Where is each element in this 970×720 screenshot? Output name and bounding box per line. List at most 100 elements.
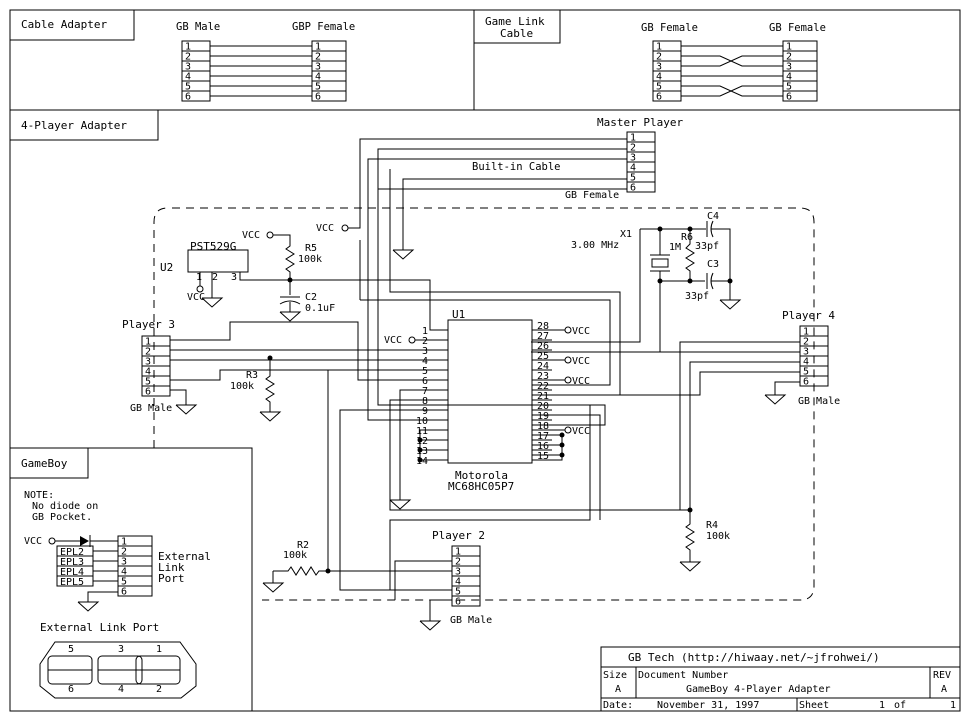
player3-pin-4: 4 [145,367,151,378]
player3-pin-1: 1 [145,337,151,348]
c3-refdes: C3 [707,259,719,270]
master-player-pin-5: 5 [630,173,636,184]
u1-pin-21: 21 [537,391,549,402]
u2-pin-1: 1 [196,272,202,283]
u2-part-number: PST529G [190,240,236,253]
r2-value: 100k [283,550,307,561]
r4-refdes: R4 [706,520,718,531]
port-bottom-pin-1: 6 [68,684,74,695]
cable-adapter-left-pin-3: 3 [185,62,191,73]
game-link-gb-female-right-label: GB Female [769,22,826,34]
game-link-left-pin-2: 2 [656,52,662,63]
u1-part-number: MC68HC05P7 [448,480,514,493]
player4-label: Player 4 [782,309,835,322]
cable-adapter-right-pin-4: 4 [315,72,321,83]
ground-icon [175,395,198,415]
player2-pin-4: 4 [455,577,461,588]
r5-value: 100k [298,254,322,265]
gameboy-ext-pin-2: 2 [121,547,127,558]
port-bottom-pin-3: 2 [156,684,162,695]
c4-refdes: C4 [707,211,719,222]
u1-pin-10: 10 [416,416,428,427]
u1-pin-16: 16 [537,441,549,452]
x1-refdes: X1 [620,229,632,240]
title-sheet-of: of [894,700,906,711]
title-sheet-total: 1 [950,700,956,711]
player2-pin-6: 6 [455,597,461,608]
u1-pin-27: 27 [537,331,549,342]
player2-gb-male-label: GB Male [450,615,492,626]
u1-pin-24: 24 [537,361,549,372]
u1-pin-9: 9 [422,406,428,417]
u2-vcc-label: VCC [187,292,205,303]
player3-pin-5: 5 [145,377,151,388]
c2-refdes: C2 [305,292,317,303]
x1-value: 3.00 MHz [571,240,619,251]
title-rev-label: REV [933,670,951,681]
master-player-pin-4: 4 [630,163,636,174]
r5-resistor: VCC R5 100k [242,230,322,295]
u1-pin-17: 17 [537,431,549,442]
cable-adapter-right-pin-1: 1 [315,42,321,53]
player4-pin-5: 5 [803,367,809,378]
u1-pin-18: 18 [537,421,549,432]
master-player-label: Master Player [597,116,683,129]
u1-pin-28: 28 [537,321,549,332]
u1-maker: Motorola [455,469,508,482]
r4-value: 100k [706,531,730,542]
external-link-port-title: External Link Port [40,621,159,634]
player4-pin-3: 3 [803,347,809,358]
port-top-pin-3: 1 [156,644,162,655]
r2-resistor: R2 100k [273,540,452,576]
c2-capacitor: C2 0.1uF [279,292,335,314]
u1-pin-6: 6 [422,376,428,387]
epl-label-4: EPL4 [60,567,84,578]
game-link-right-pin-4: 4 [786,72,792,83]
gameboy-title-box [9,447,89,479]
cable-adapter-left-pin-2: 2 [185,52,191,63]
u1-pin-19: 19 [537,411,549,422]
title-date-label: Date: [603,700,633,711]
junction-dots [267,226,733,574]
game-link-left-pin-6: 6 [656,92,662,103]
cable-adapter-gbp-female-label: GBP Female [292,21,355,33]
master-gb-female-label: GB Female [565,190,619,201]
title-rev: A [941,684,947,695]
gameboy-section: GameBoy NOTE: No diode on GB Pocket. VCC… [9,447,253,711]
cable-adapter-gb-male-label: GB Male [176,21,220,33]
c4-value: 33pf [695,241,719,252]
game-link-right-pin-1: 1 [786,42,792,53]
u2-refdes: U2 [160,261,173,274]
cable-adapter-left-pin-5: 5 [185,82,191,93]
player3-pin-3: 3 [145,357,151,368]
u1-pin-5: 5 [422,366,428,377]
gameboy-ext-pin-3: 3 [121,557,127,568]
ground-icon [764,385,787,405]
cable-adapter-left-pin-1: 1 [185,42,191,53]
ground-icon [201,288,224,308]
r6-value: 1M [669,242,681,253]
player4-pin-4: 4 [803,357,809,368]
gameboy-note-2: No diode on [32,501,98,512]
cable-adapter-title-box [9,9,135,41]
title-doc: GameBoy 4-Player Adapter [686,684,831,695]
u1-pin25-vcc-label: VCC [572,356,590,367]
title-sheet-num: 1 [879,700,885,711]
u1-pin-7: 7 [422,386,428,397]
external-label-2: Link [158,561,185,574]
cable-adapter-right-pin-5: 5 [315,82,321,93]
gameboy-ext-pin-1: 1 [121,537,127,548]
sheet-border [9,9,961,712]
title-size: A [615,684,621,695]
player2-pin-2: 2 [455,557,461,568]
u1-pin-11: 11 [416,426,428,437]
cable-adapter-left-pin-6: 6 [185,92,191,103]
player4-gb-male-label: GB Male [798,396,840,407]
